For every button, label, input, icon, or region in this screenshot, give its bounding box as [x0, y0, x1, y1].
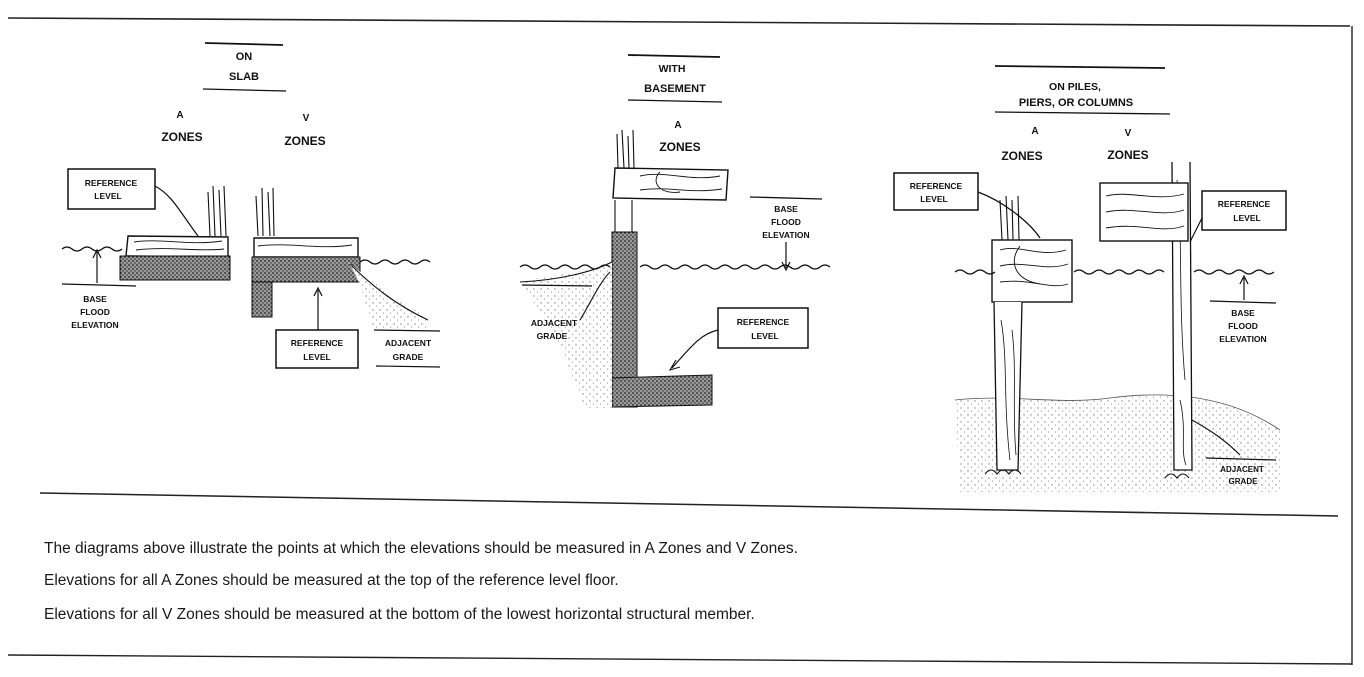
basement-a-zone-letter: A — [674, 120, 681, 131]
slab-v-zone-letter: V — [303, 113, 310, 124]
piles-title-line1: ON PILES, — [1049, 81, 1101, 93]
slab-ref-level-a-line2: LEVEL — [94, 191, 121, 201]
piles-title-line2: PIERS, OR COLUMNS — [1019, 97, 1133, 109]
piles-ref-level-a-line1: REFERENCE — [910, 181, 963, 191]
slab-ref-level-v-box — [275, 329, 359, 369]
piles-adjacent-line1: ADJACENT — [1220, 465, 1264, 474]
basement-bfe-line1: BASE — [774, 204, 798, 214]
slab-ref-level-v-line2: LEVEL — [303, 352, 330, 362]
basement-ref-level-line2: LEVEL — [751, 331, 778, 341]
slab-title-line2: SLAB — [229, 71, 259, 83]
basement-ref-level-line1: REFERENCE — [737, 317, 790, 327]
piles-adjacent-line2: GRADE — [1229, 477, 1259, 486]
piles-bfe-line1: BASE — [1231, 308, 1255, 318]
piles-ref-level-a-box — [893, 172, 979, 211]
piles-ref-level-v-line1: REFERENCE — [1218, 199, 1271, 209]
slab-bfe-line3: ELEVATION — [71, 320, 118, 330]
basement-adjacent-line1: ADJACENT — [531, 318, 578, 328]
slab-ref-level-v-line1: REFERENCE — [291, 338, 344, 348]
panel-on-piles: ON PILES, PIERS, OR COLUMNS A ZONES V ZO… — [893, 65, 1287, 492]
basement-ref-level-box — [717, 307, 809, 349]
caption-line-3: Elevations for all V Zones should be mea… — [44, 606, 755, 623]
slab-a-zone-letter: A — [176, 110, 183, 121]
piles-v-zone-label: ZONES — [1107, 148, 1148, 162]
piles-a-zone-label: ZONES — [1001, 149, 1042, 163]
piles-bfe-line3: ELEVATION — [1219, 334, 1266, 344]
caption-line-2: Elevations for all A Zones should be mea… — [44, 572, 619, 589]
basement-title-line2: BASEMENT — [644, 83, 706, 95]
basement-bfe-line2: FLOOD — [771, 217, 801, 227]
caption-line-1: The diagrams above illustrate the points… — [44, 540, 798, 557]
slab-v-zone-label: ZONES — [284, 134, 325, 148]
slab-adjacent-line1: ADJACENT — [385, 338, 432, 348]
page-frame — [7, 17, 1353, 665]
slab-a-zone-label: ZONES — [161, 130, 202, 144]
piles-ref-level-v-box — [1201, 190, 1287, 231]
panel-with-basement: WITH BASEMENT A ZONES BASE FLOOD ELEVATI… — [519, 54, 831, 408]
slab-adjacent-line2: GRADE — [393, 352, 424, 362]
basement-adjacent-line2: GRADE — [537, 331, 568, 341]
slab-title-line1: ON — [236, 51, 253, 63]
basement-bfe-line3: ELEVATION — [762, 230, 809, 240]
piles-bfe-line2: FLOOD — [1228, 321, 1258, 331]
slab-bfe-line1: BASE — [83, 294, 107, 304]
panel-on-slab: ON SLAB A ZONES V ZONES REFERENCE LEVEL — [61, 42, 441, 369]
piles-ref-level-a-line2: LEVEL — [920, 194, 947, 204]
piles-v-zone-letter: V — [1125, 128, 1132, 139]
piles-ref-level-v-line2: LEVEL — [1233, 213, 1260, 223]
slab-ref-level-a-line1: REFERENCE — [85, 178, 138, 188]
slab-ref-level-a-box — [67, 168, 156, 210]
basement-title-line1: WITH — [659, 63, 686, 75]
piles-a-zone-letter: A — [1031, 126, 1038, 137]
basement-a-zone-label: ZONES — [659, 140, 700, 154]
slab-bfe-line2: FLOOD — [80, 307, 110, 317]
